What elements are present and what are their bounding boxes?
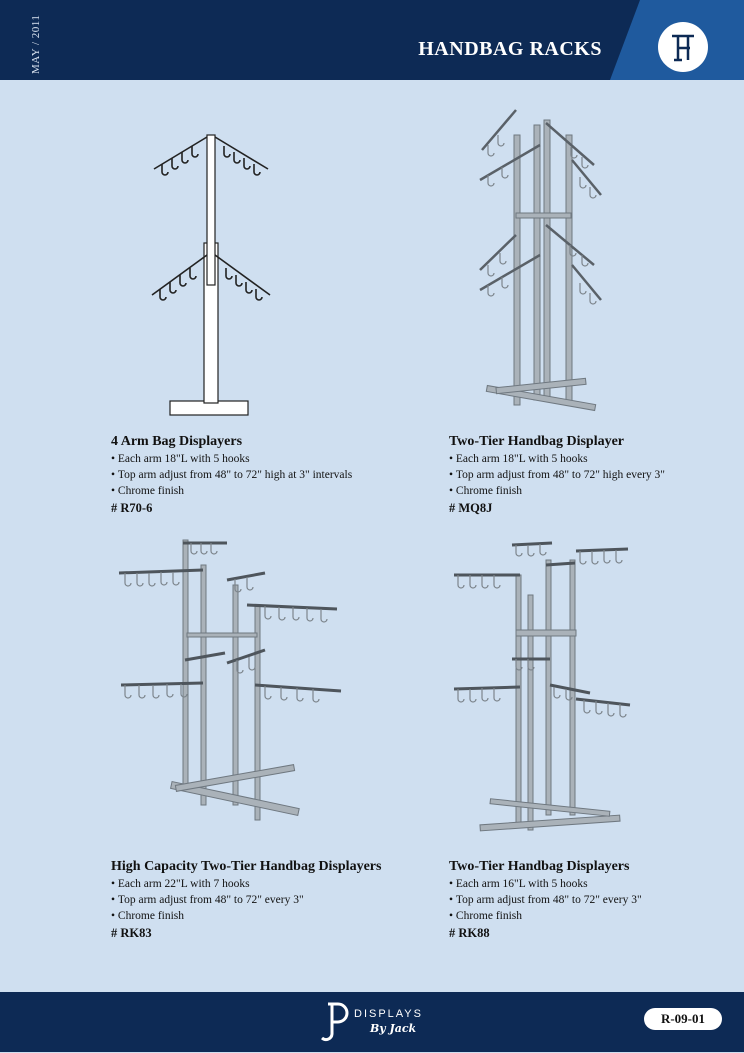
feature-item: Top arm adjust from 48" to 72" high at 3… [111,467,352,483]
page-footer: DISPLAYS By Jack [0,992,744,1052]
brand-mark-icon [320,1002,349,1042]
feature-item: Chrome finish [111,483,352,499]
brand-name: DISPLAYS [354,1008,423,1020]
page-code-badge: R-09-01 [644,1008,722,1030]
feature-item: Each arm 18"L with 5 hooks [449,451,665,467]
product-title: Two-Tier Handbag Displayer [449,434,625,449]
feature-list: Each arm 22"L with 7 hooks Top arm adjus… [111,876,304,924]
feature-list: Each arm 18"L with 5 hooks Top arm adjus… [449,451,665,499]
product-sku: # R70-6 [111,501,153,515]
feature-item: Each arm 22"L with 7 hooks [111,876,304,892]
feature-item: Chrome finish [449,908,642,924]
feature-item: Chrome finish [111,908,304,924]
feature-item: Each arm 18"L with 5 hooks [111,451,352,467]
feature-item: Each arm 16"L with 5 hooks [449,876,642,892]
header-accent-stripe [610,0,744,80]
feature-item: Chrome finish [449,483,665,499]
product-image-high-capacity-two-tier-displayer [118,539,342,821]
product-image-two-tier-handbag-displayers [453,541,631,832]
product-sku: # RK88 [449,926,490,940]
company-monogram-icon [658,22,708,72]
feature-item: Top arm adjust from 48" to 72" every 3" [111,892,304,908]
feature-list: Each arm 16"L with 5 hooks Top arm adjus… [449,876,642,924]
feature-item: Top arm adjust from 48" to 72" every 3" [449,892,642,908]
page-title: HANDBAG RACKS [418,38,602,60]
page-header: MAY / 2011 HANDBAG RACKS [0,0,744,80]
feature-item: Top arm adjust from 48" to 72" high ever… [449,467,665,483]
product-image-4-arm-bag-displayer [151,134,271,416]
product-title: High Capacity Two-Tier Handbag Displayer… [111,859,382,874]
brand-tagline: By Jack [370,1022,417,1035]
feature-list: Each arm 18"L with 5 hooks Top arm adjus… [111,451,352,499]
issue-date: MAY / 2011 [30,14,42,74]
product-image-two-tier-handbag-displayer [479,109,602,412]
product-title: Two-Tier Handbag Displayers [449,859,630,874]
brand-logo: DISPLAYS By Jack [318,996,428,1048]
product-sku: # MQ8J [449,501,493,515]
product-sku: # RK83 [111,926,152,940]
product-title: 4 Arm Bag Displayers [111,434,243,449]
